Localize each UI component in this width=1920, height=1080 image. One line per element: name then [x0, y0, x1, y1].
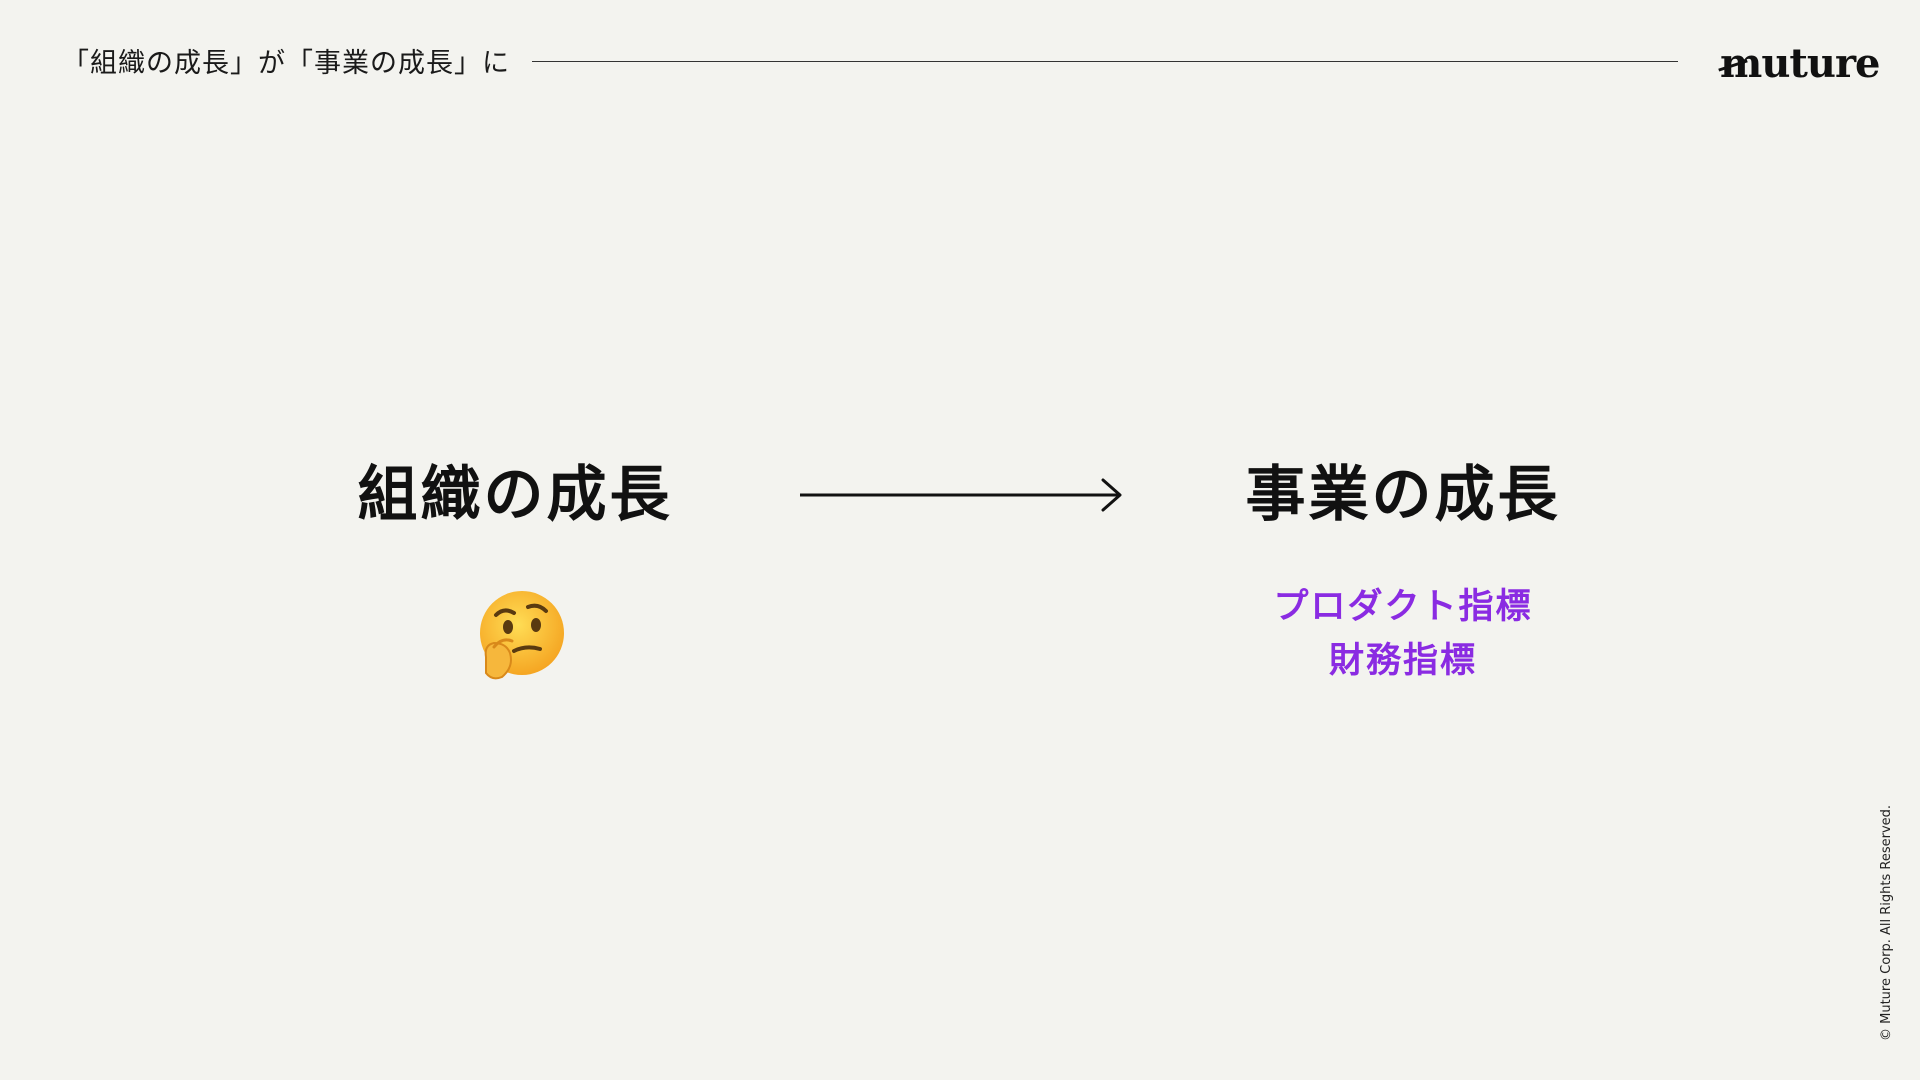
metric-product: プロダクト指標: [1273, 587, 1533, 627]
thinking-face-icon: [480, 591, 564, 680]
business-growth-heading: 事業の成長: [1245, 460, 1561, 530]
metric-financial: 財務指標: [1328, 641, 1477, 681]
metric-list: プロダクト指標 財務指標: [1228, 580, 1578, 688]
header-title: 「組織の成長」が「事業の成長」に: [62, 48, 510, 79]
header-rule: [532, 61, 1678, 62]
muture-logo: muture: [1720, 40, 1881, 87]
arrow-right-icon: [800, 478, 1122, 512]
copyright-text: © Muture Corp. All Rights Reserved.: [1879, 804, 1894, 1041]
organization-growth-heading: 組織の成長: [357, 460, 673, 530]
